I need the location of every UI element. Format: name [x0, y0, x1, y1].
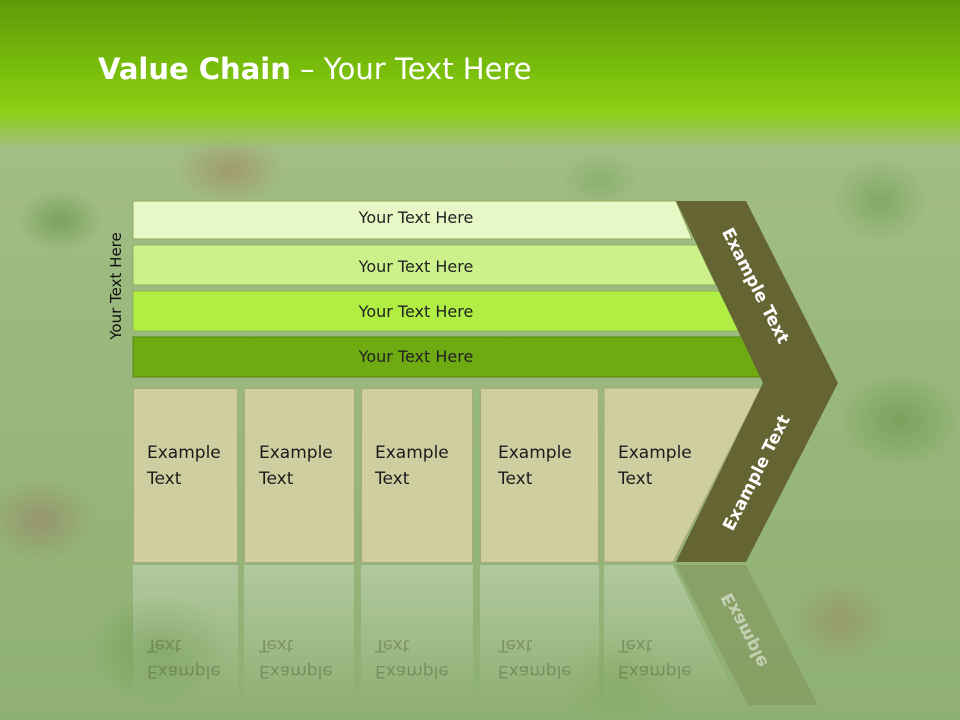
box-4-reflection: [480, 565, 599, 705]
title-rest: – Your Text Here: [290, 52, 532, 86]
bar-2-shape[interactable]: [132, 244, 717, 286]
box-3[interactable]: [361, 388, 473, 563]
bar-1-label: Your Text Here: [358, 208, 474, 227]
header-band: [0, 0, 960, 150]
box-1-text: Example Text: [147, 443, 221, 489]
box-2[interactable]: [244, 388, 355, 563]
bar-3-label: Your Text Here: [358, 302, 474, 321]
box-5-reflection: [604, 565, 740, 705]
title-bold: Value Chain: [98, 52, 291, 86]
box-5-text-reflection: Example Text: [618, 635, 692, 681]
box-2-reflection: [244, 565, 354, 705]
box-3-text: Example Text: [375, 443, 449, 489]
bar-1-shape[interactable]: [132, 200, 693, 240]
box-5-shape[interactable]: [603, 387, 762, 563]
box-3-text-reflection: Example Text: [375, 635, 449, 681]
bar-4-label: Your Text Here: [358, 347, 474, 366]
box-2-text-reflection: Example Text: [259, 635, 333, 681]
chevron-reflection: [676, 565, 818, 705]
box-5-text: Example Text: [618, 443, 692, 489]
chevron-shape[interactable]: [676, 201, 838, 562]
box-1-text-reflection: Example Text: [147, 635, 221, 681]
box-4[interactable]: [480, 388, 599, 563]
box-2-text: Example Text: [259, 443, 333, 489]
box-3-reflection: [361, 565, 473, 705]
bar-2-label: Your Text Here: [358, 257, 474, 276]
slide-title[interactable]: Value Chain – Your Text Here: [98, 52, 532, 86]
box-1-reflection: [133, 565, 238, 705]
box-4-text: Example Text: [498, 443, 572, 489]
box-4-text-reflection: Example Text: [498, 635, 572, 681]
box-1[interactable]: [133, 388, 238, 563]
